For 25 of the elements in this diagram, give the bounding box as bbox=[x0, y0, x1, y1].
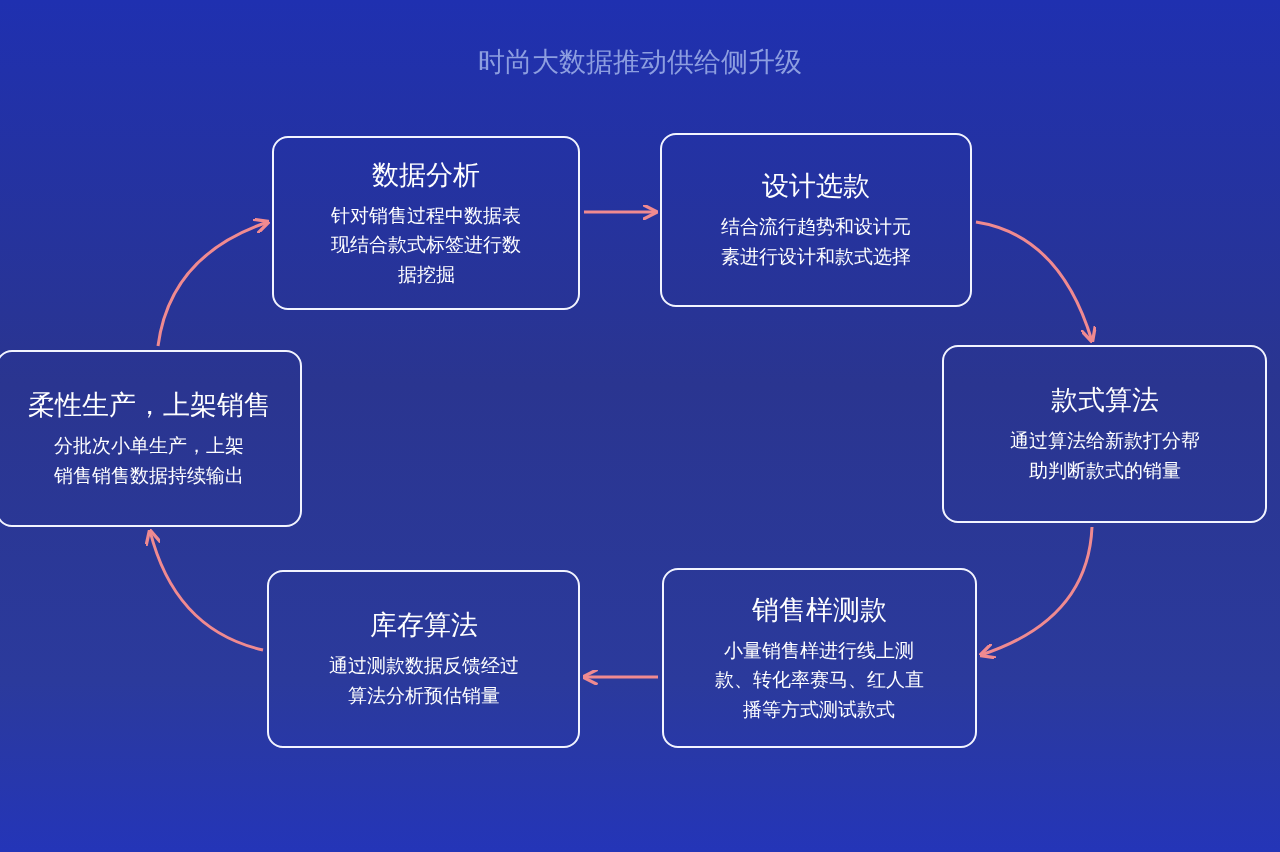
box-description: 通过算法给新款打分帮助判断款式的销量 bbox=[1008, 429, 1201, 483]
box-heading: 款式算法 bbox=[1050, 383, 1159, 418]
box-description: 结合流行趋势和设计元素进行设计和款式选择 bbox=[720, 215, 912, 269]
process-box bbox=[662, 568, 977, 748]
box-description: 小量销售样进行线上测款、转化率赛马、红人直播等方式测试款式 bbox=[714, 638, 925, 722]
process-box bbox=[942, 345, 1267, 523]
arrow bbox=[975, 220, 1097, 345]
box-description: 通过测款数据反馈经过算法分析预估销量 bbox=[327, 654, 520, 708]
box-heading: 设计选款 bbox=[762, 169, 870, 204]
box-heading: 销售样测款 bbox=[752, 592, 887, 627]
process-box bbox=[267, 570, 580, 748]
arrow bbox=[144, 527, 264, 652]
arrow bbox=[584, 202, 660, 222]
process-box bbox=[0, 350, 302, 527]
box-description: 分批次小单生产，上架销售销售数据持续输出 bbox=[53, 433, 245, 488]
arrow bbox=[580, 667, 658, 687]
box-heading: 柔性生产，上架销售 bbox=[27, 387, 271, 422]
process-box bbox=[272, 136, 580, 310]
arrow bbox=[156, 218, 272, 347]
box-heading: 库存算法 bbox=[369, 608, 478, 643]
arrow bbox=[977, 526, 1094, 660]
box-heading: 数据分析 bbox=[372, 157, 480, 192]
title: 时尚大数据推动供给侧升级 bbox=[478, 46, 802, 77]
box-description: 针对销售过程中数据表现结合款式标签进行数据挖掘 bbox=[330, 203, 522, 287]
process-box bbox=[660, 133, 972, 307]
